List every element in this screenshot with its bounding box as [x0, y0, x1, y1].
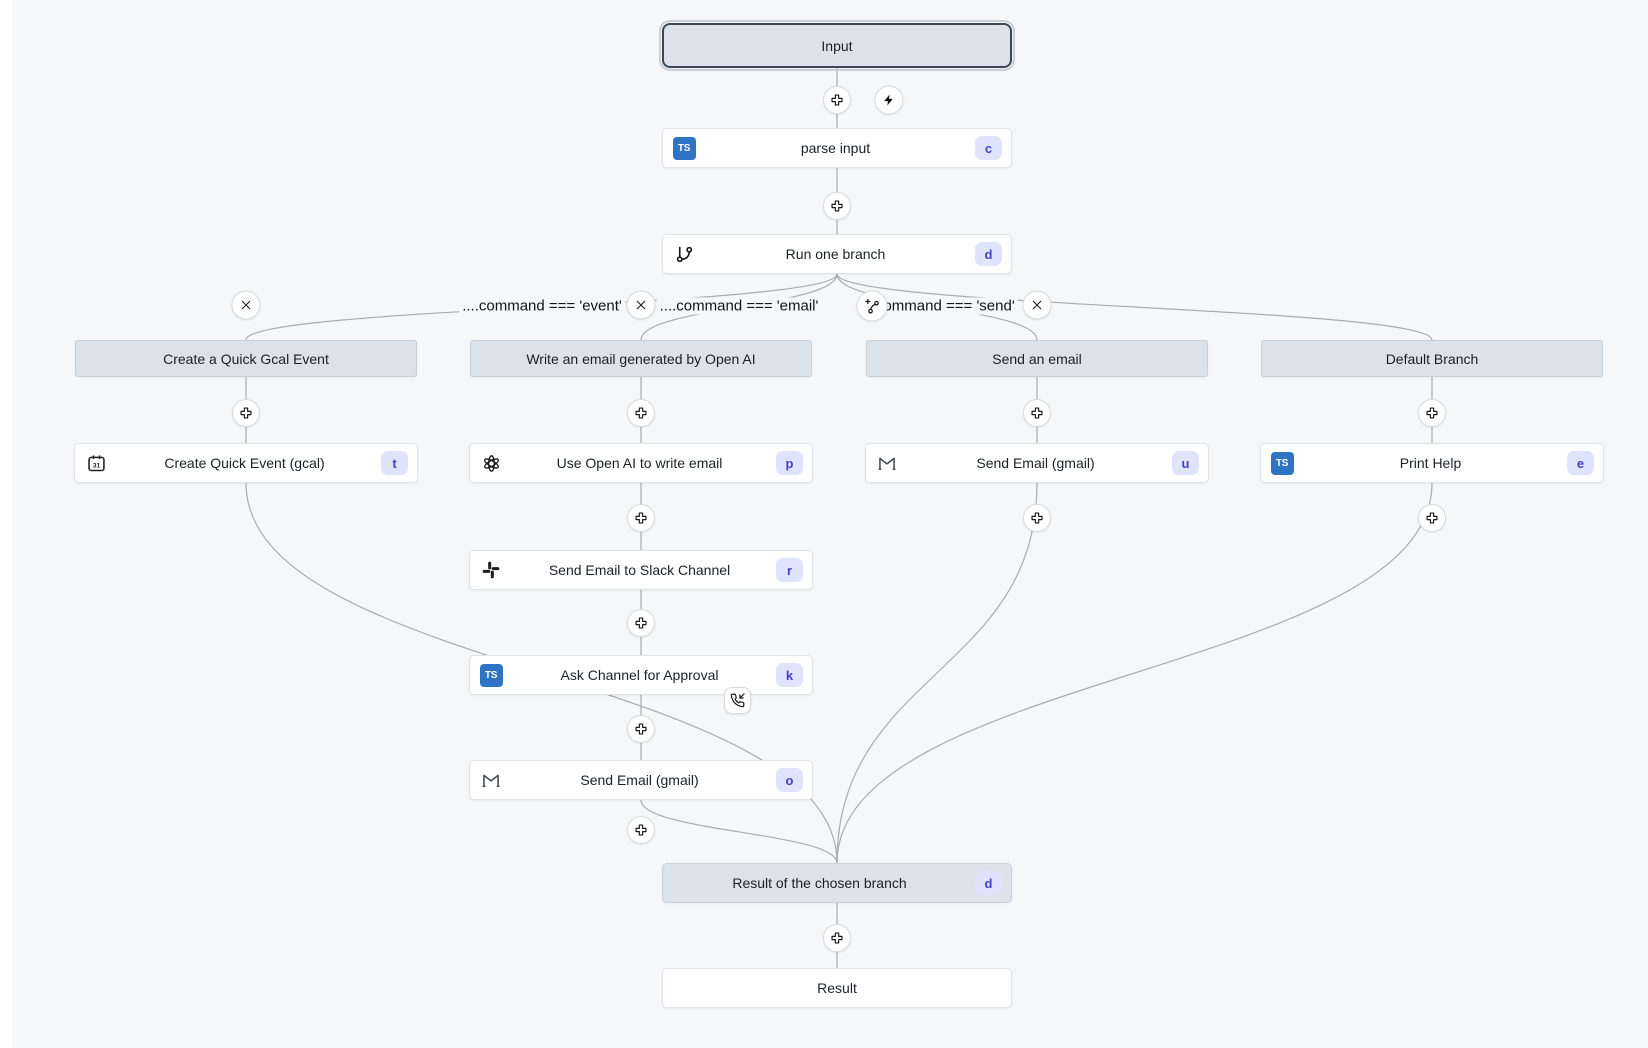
insert-step-button[interactable] — [823, 86, 851, 114]
phone-incoming-icon — [730, 693, 745, 708]
slack-icon — [479, 558, 503, 582]
insert-step-button[interactable] — [1023, 504, 1051, 532]
plus-icon — [635, 723, 647, 735]
insert-step-button[interactable] — [232, 399, 260, 427]
canvas-left-margin — [0, 0, 12, 1048]
insert-step-button[interactable] — [627, 816, 655, 844]
node-label: Send Email (gmail) — [976, 455, 1095, 471]
node-label: Result — [817, 980, 857, 996]
openai-icon — [479, 451, 503, 475]
branch-header-label: Default Branch — [1385, 350, 1479, 367]
branch-condition-label: ....command === 'event' — [459, 297, 625, 315]
node-print-help[interactable]: TS Print Help e — [1260, 443, 1604, 483]
shortcut-badge: c — [975, 136, 1002, 160]
plus-icon — [1031, 407, 1043, 419]
typescript-icon: TS — [479, 663, 503, 687]
insert-step-button[interactable] — [627, 715, 655, 743]
branch-header-label: Send an email — [992, 350, 1082, 367]
shortcut-badge: o — [776, 768, 803, 792]
node-flow-result[interactable]: Result — [662, 968, 1012, 1008]
shortcut-badge: e — [1567, 451, 1594, 475]
node-send-email-gmail[interactable]: Send Email (gmail) o — [469, 760, 813, 800]
insert-step-button[interactable] — [627, 504, 655, 532]
plus-icon — [1426, 407, 1438, 419]
node-label: Result of the chosen branch — [732, 875, 907, 891]
insert-step-button[interactable] — [1418, 504, 1446, 532]
typescript-icon: TS — [1270, 451, 1294, 475]
node-parse-input[interactable]: TS parse input c — [662, 128, 1012, 168]
branch-condition-label: ....command === 'email' — [656, 297, 822, 315]
plus-icon — [1426, 512, 1438, 524]
plus-icon — [240, 407, 252, 419]
node-label: Send Email (gmail) — [580, 772, 699, 788]
branch-header-label: Create a Quick Gcal Event — [163, 350, 329, 367]
node-send-email-to-slack[interactable]: Send Email to Slack Channel r — [469, 550, 813, 590]
shortcut-badge: p — [776, 451, 803, 475]
shortcut-badge: u — [1172, 451, 1199, 475]
node-label: Print Help — [1399, 455, 1462, 471]
plus-icon — [831, 94, 843, 106]
node-label: Run one branch — [785, 246, 886, 262]
delete-branch-button[interactable] — [626, 290, 656, 320]
close-icon — [1032, 300, 1042, 310]
node-label: parse input — [800, 140, 871, 156]
plus-icon — [635, 824, 647, 836]
branch-plus-icon — [864, 298, 879, 313]
node-use-openai-write-email[interactable]: Use Open AI to write email p — [469, 443, 813, 483]
node-send-email-gmail-branch3[interactable]: Send Email (gmail) u — [865, 443, 1209, 483]
lightning-bolt-icon — [884, 94, 893, 106]
suspend-step-badge — [724, 687, 751, 714]
node-label: Ask Channel for Approval — [560, 667, 719, 683]
branch-header[interactable]: Send an email — [866, 340, 1208, 377]
close-icon — [241, 300, 251, 310]
close-icon — [636, 300, 646, 310]
branch-header[interactable]: Default Branch — [1261, 340, 1603, 377]
insert-step-button[interactable] — [823, 192, 851, 220]
shortcut-badge: d — [975, 242, 1002, 266]
node-branch-result[interactable]: Result of the chosen branch d — [662, 863, 1012, 903]
svg-text:31: 31 — [92, 462, 100, 469]
node-create-quick-event-gcal[interactable]: 31 Create Quick Event (gcal) t — [74, 443, 418, 483]
calendar-31-icon: 31 — [84, 451, 108, 475]
branch-header[interactable]: Create a Quick Gcal Event — [75, 340, 417, 377]
insert-step-button[interactable] — [823, 924, 851, 952]
gmail-icon — [875, 451, 899, 475]
gmail-icon — [479, 768, 503, 792]
plus-icon — [635, 512, 647, 524]
plus-icon — [831, 932, 843, 944]
insert-step-button[interactable] — [1418, 399, 1446, 427]
delete-branch-button[interactable] — [1022, 290, 1052, 320]
branch-header[interactable]: Write an email generated by Open AI — [470, 340, 812, 377]
node-label: Create Quick Event (gcal) — [164, 455, 325, 471]
insert-step-button[interactable] — [1023, 399, 1051, 427]
plus-icon — [635, 617, 647, 629]
add-branch-button[interactable] — [856, 290, 888, 322]
insert-step-button[interactable] — [627, 609, 655, 637]
trigger-button[interactable] — [874, 85, 904, 115]
branch-condition-label: ....command === 'send' — [856, 297, 1018, 315]
shortcut-badge: r — [776, 558, 803, 582]
node-run-one-branch[interactable]: Run one branch d — [662, 234, 1012, 274]
node-label: Use Open AI to write email — [556, 455, 723, 471]
node-flow-input[interactable]: Input — [659, 20, 1015, 71]
git-branch-icon — [672, 242, 696, 266]
shortcut-badge: k — [776, 663, 803, 687]
plus-icon — [831, 200, 843, 212]
shortcut-badge: d — [975, 871, 1002, 895]
node-label: Input — [821, 37, 853, 54]
typescript-icon: TS — [672, 136, 696, 160]
delete-branch-button[interactable] — [231, 290, 261, 320]
node-ask-channel-for-approval[interactable]: TS Ask Channel for Approval k — [469, 655, 813, 695]
node-label: Send Email to Slack Channel — [548, 562, 731, 578]
plus-icon — [1031, 512, 1043, 524]
insert-step-button[interactable] — [627, 399, 655, 427]
branch-header-label: Write an email generated by Open AI — [526, 350, 756, 367]
plus-icon — [635, 407, 647, 419]
shortcut-badge: t — [381, 451, 408, 475]
